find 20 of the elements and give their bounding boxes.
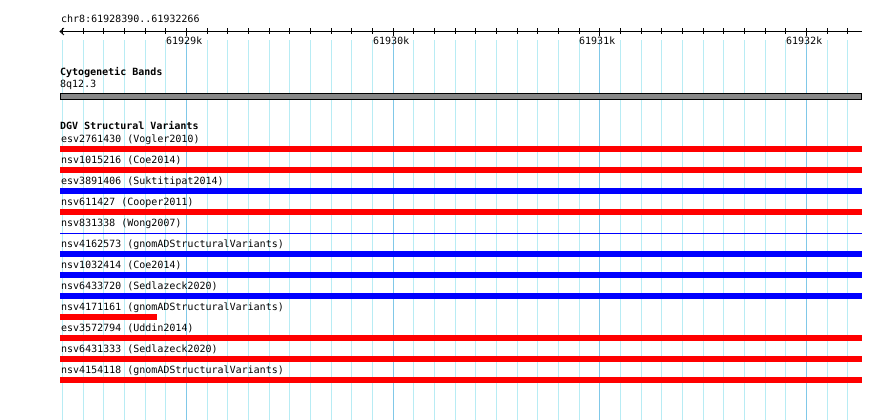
variant-label: nsv831338 (Wong2007) xyxy=(61,218,182,230)
variant-label: nsv1015216 (Coe2014) xyxy=(61,155,182,167)
tick-label: 61932k xyxy=(786,36,822,48)
variant-label: esv3891406 (Suktitipat2014) xyxy=(61,176,224,188)
tick-label: 61929k xyxy=(166,36,202,48)
variant-label: nsv6431333 (Sedlazeck2020) xyxy=(61,344,218,356)
tick-label: 61931k xyxy=(579,36,616,48)
variant-label: esv3572794 (Uddin2014) xyxy=(61,323,194,335)
variant-label: nsv4171161 (gnomADStructuralVariants) xyxy=(61,302,284,314)
variant-label: nsv6433720 (Sedlazeck2020) xyxy=(61,281,218,293)
track-heading: Cytogenetic Bands xyxy=(60,67,162,79)
tick-label: 61930k xyxy=(373,36,410,48)
variant-label: nsv611427 (Cooper2011) xyxy=(61,197,194,209)
variant-label: nsv4154118 (gnomADStructuralVariants) xyxy=(61,365,284,377)
coordinate-range: chr8:61928390..61932266 xyxy=(61,14,200,26)
track-heading: DGV Structural Variants xyxy=(60,121,198,133)
variant-label: esv2761430 (Vogler2010) xyxy=(61,134,200,146)
variant-label: nsv1032414 (Coe2014) xyxy=(61,260,182,272)
band-label: 8q12.3 xyxy=(60,79,96,91)
variant-label: nsv4162573 (gnomADStructuralVariants) xyxy=(61,239,284,251)
